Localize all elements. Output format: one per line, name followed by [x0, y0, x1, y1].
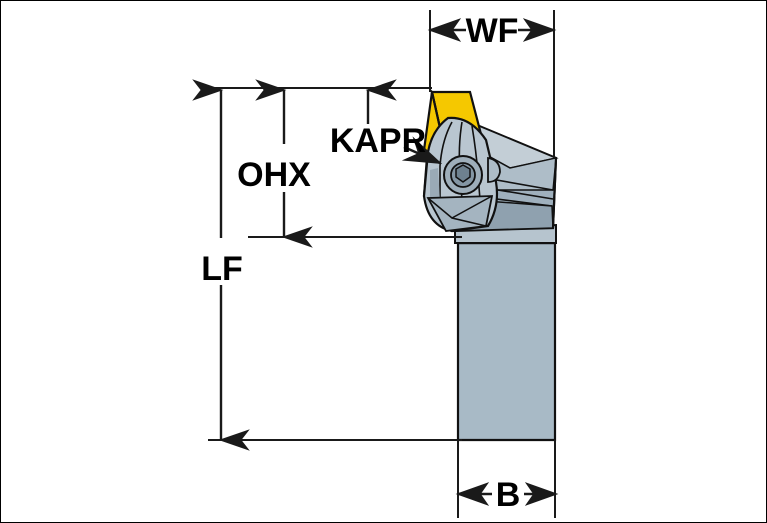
- dimension-label-kapr: KAPR: [330, 122, 426, 160]
- dimension-wf: WF: [427, 12, 557, 50]
- clamp-bottom-fold-2: [451, 195, 493, 219]
- dimension-b: B: [455, 476, 559, 514]
- dimension-kapr: KAPR: [330, 79, 443, 165]
- dimension-label-b: B: [496, 476, 521, 514]
- screw-torx-socket: [455, 164, 471, 183]
- shank-body: [456, 241, 557, 442]
- dimension-ohx: OHX: [237, 79, 313, 248]
- kapr-leader-pointer: [401, 136, 443, 165]
- clamp-screw: [443, 155, 483, 195]
- clamp-side-lug: [487, 156, 501, 183]
- dimension-label-ohx: OHX: [237, 156, 311, 194]
- dimension-lf: LF: [192, 79, 250, 451]
- clamp-rib-1: [439, 121, 453, 200]
- tool-holder-shank: [456, 241, 557, 442]
- clamp-shadow-left: [430, 168, 440, 202]
- dimension-label-wf: WF: [466, 12, 519, 50]
- dimension-label-lf: LF: [201, 250, 243, 288]
- head-right-edge: [551, 157, 558, 229]
